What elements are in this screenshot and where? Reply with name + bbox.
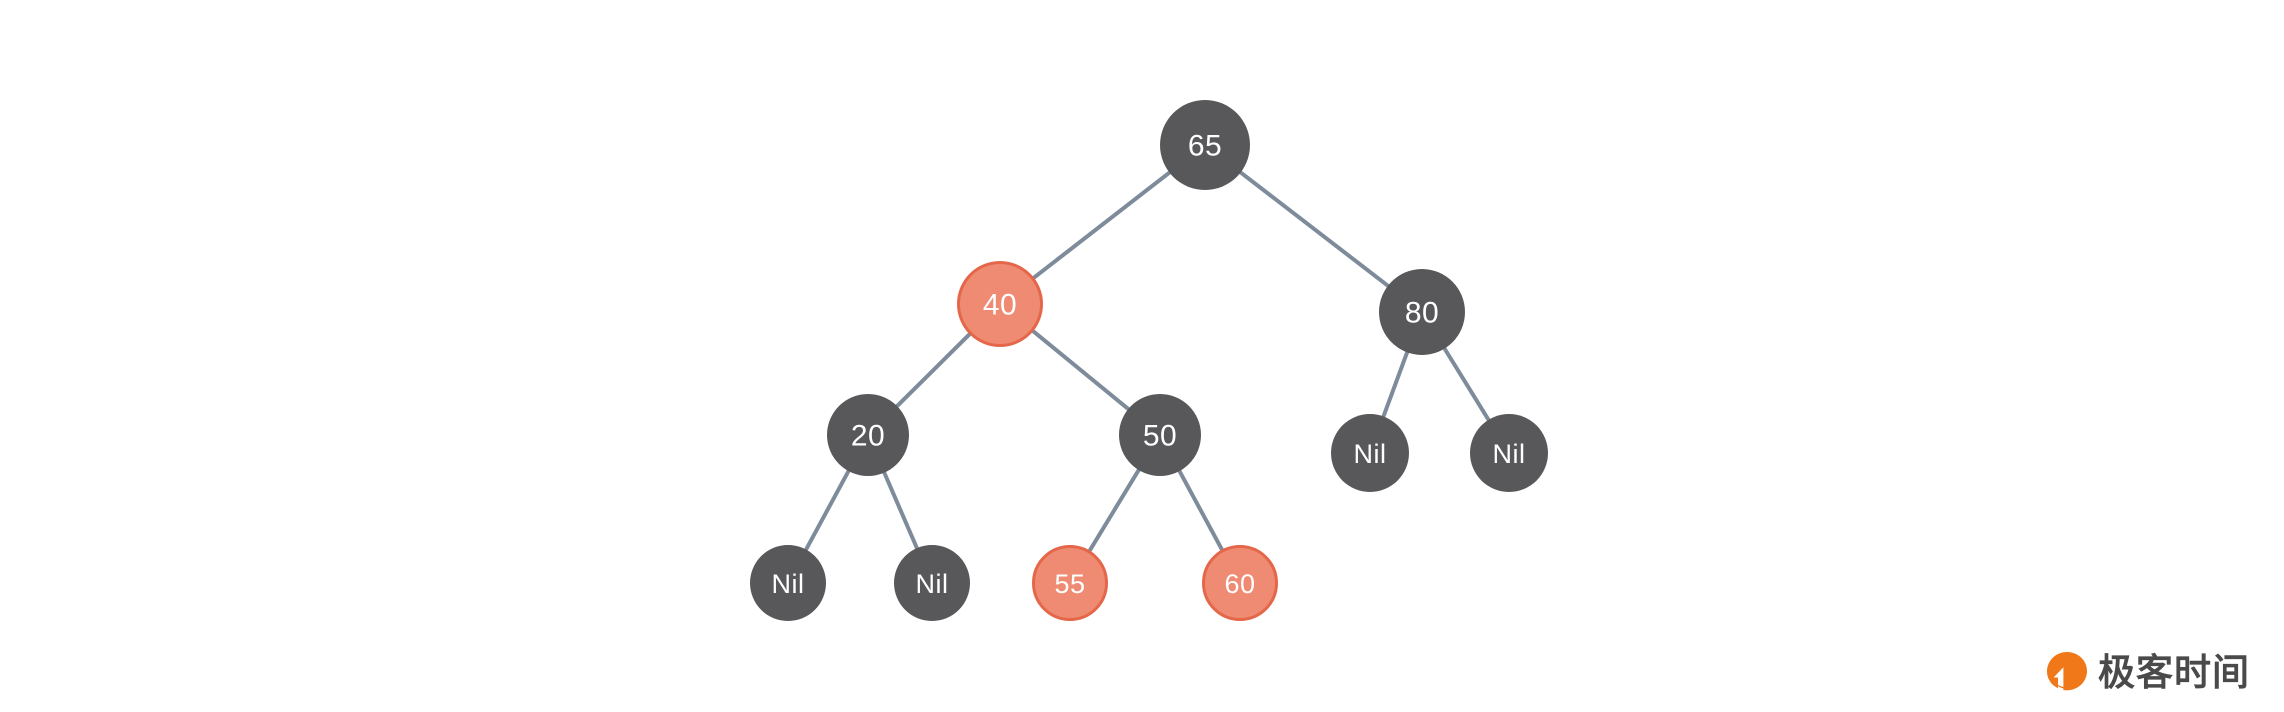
tree-edge-n80-nil80r	[1439, 341, 1494, 427]
node-circle-n50	[1119, 394, 1201, 476]
node-label-n20: 20	[851, 420, 885, 453]
node-label-n65: 65	[1188, 130, 1222, 163]
tree-edge-n65-n40	[1027, 166, 1177, 284]
tree-node-n50[interactable]: 50	[1119, 394, 1201, 476]
tree-edge-n50-n60	[1174, 463, 1227, 557]
node-circle-n40	[957, 261, 1043, 347]
node-circle-nil80r	[1470, 414, 1548, 492]
tree-node-nil80l[interactable]: Nil	[1331, 414, 1409, 492]
node-circle-nil20r	[894, 545, 970, 621]
node-circle-nil80l	[1331, 414, 1409, 492]
node-label-nil20l: Nil	[772, 569, 805, 599]
node-label-nil80r: Nil	[1493, 439, 1526, 469]
tree-edge-n20-nil20r	[879, 465, 922, 556]
watermark: 极客时间	[2045, 650, 2250, 694]
node-circle-n55	[1032, 545, 1108, 621]
tree-node-n60[interactable]: 60	[1202, 545, 1278, 621]
tree-edge-n80-nil80l	[1379, 344, 1412, 425]
node-label-n40: 40	[983, 289, 1017, 322]
node-circle-n20	[827, 394, 909, 476]
tree-node-n65[interactable]: 65	[1160, 100, 1250, 190]
node-label-n55: 55	[1054, 569, 1085, 599]
watermark-text: 极客时间	[2098, 650, 2250, 694]
tree-node-nil20r[interactable]: Nil	[894, 545, 970, 621]
tree-edge-n40-n20	[890, 328, 976, 413]
tree-node-nil80r[interactable]: Nil	[1470, 414, 1548, 492]
tree-node-nil20l[interactable]: Nil	[750, 545, 826, 621]
node-circle-n60	[1202, 545, 1278, 621]
node-circle-n65	[1160, 100, 1250, 190]
tree-node-n55[interactable]: 55	[1032, 545, 1108, 621]
tree-node-n80[interactable]: 80	[1379, 269, 1465, 355]
geektime-logo-icon	[2045, 650, 2089, 694]
node-label-n80: 80	[1405, 297, 1439, 330]
tree-edge-n50-n55	[1084, 462, 1144, 558]
tree-edge-n20-nil20l	[801, 463, 854, 557]
node-label-nil80l: Nil	[1354, 439, 1387, 469]
node-circle-n80	[1379, 269, 1465, 355]
tree-node-n20[interactable]: 20	[827, 394, 909, 476]
tree-node-n40[interactable]: 40	[957, 261, 1043, 347]
tree-edge-n65-n80	[1233, 166, 1395, 292]
tree-edge-n40-n50	[1026, 325, 1135, 415]
node-label-nil20r: Nil	[916, 569, 949, 599]
node-label-n60: 60	[1224, 569, 1255, 599]
node-label-n50: 50	[1143, 420, 1177, 453]
node-circle-nil20l	[750, 545, 826, 621]
tree-edges-group	[801, 166, 1494, 558]
